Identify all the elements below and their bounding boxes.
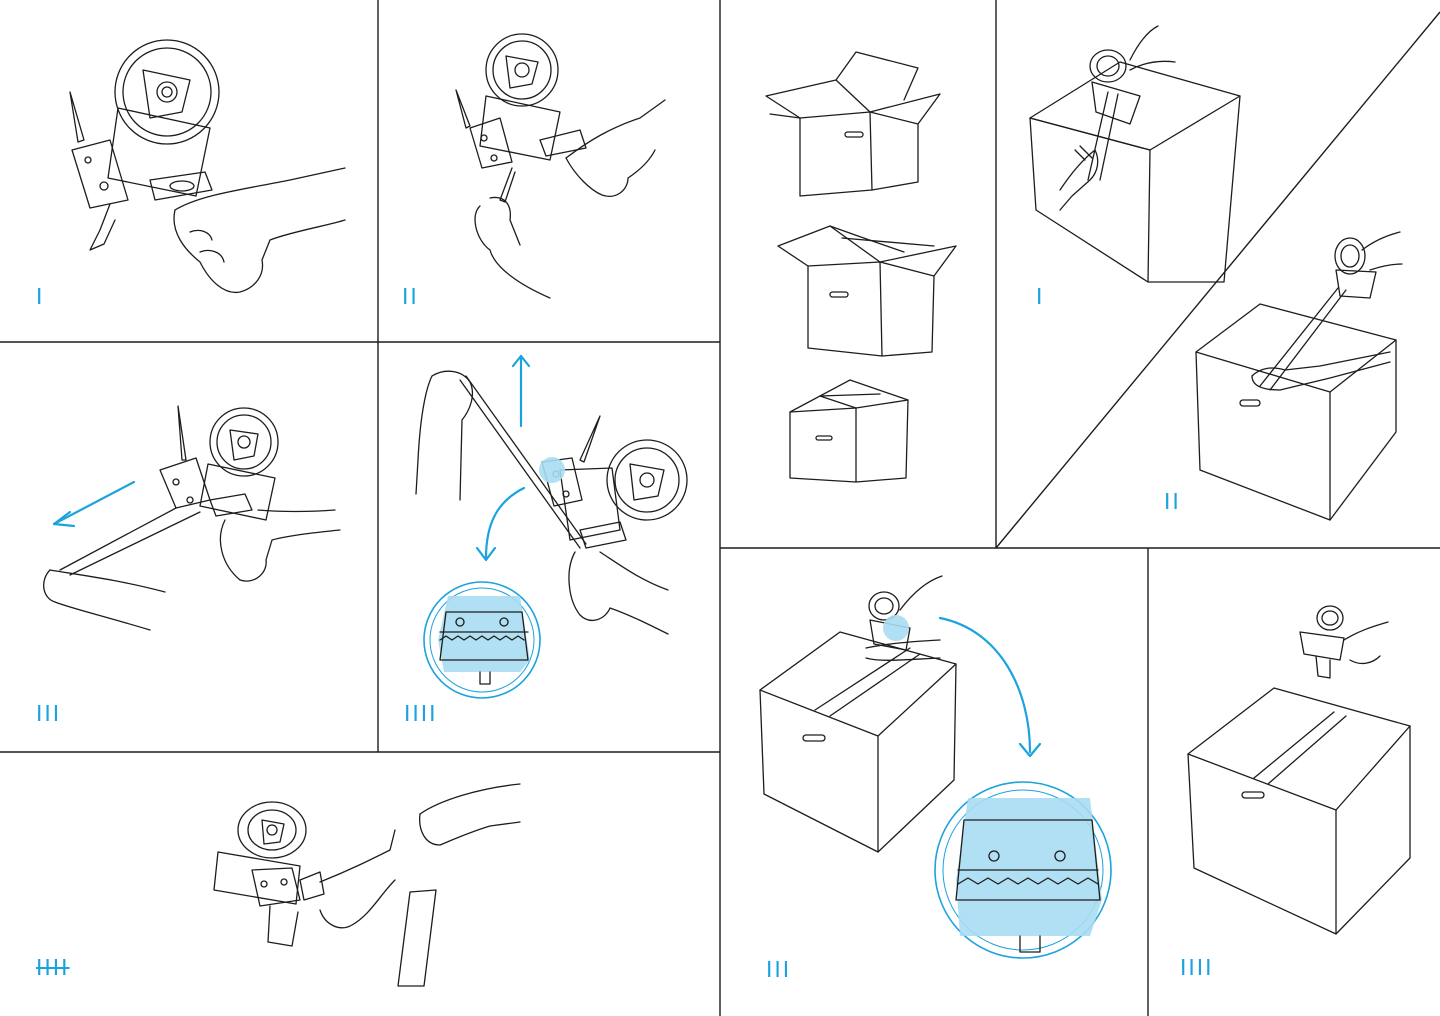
dispenser-step-2-illustration: [456, 34, 665, 298]
cutter-blade-detail-1: [424, 582, 540, 698]
box-step-2-illustration: [1196, 232, 1402, 520]
step-label-dispenser-3: III: [36, 702, 61, 725]
step-label-box-4: IIII: [1180, 956, 1214, 979]
cutter-blade-detail-2: [935, 782, 1111, 958]
box-step-3-illustration: [760, 576, 956, 852]
step-label-box-2: II: [1164, 490, 1181, 513]
step-label-box-3: III: [766, 958, 791, 981]
dispenser-step-1-illustration: [70, 40, 345, 292]
box-stages-illustration: [766, 52, 956, 482]
step-label-box-1: I: [1036, 285, 1044, 308]
step-label-dispenser-1: I: [36, 285, 44, 308]
step-label-dispenser-5: IIII: [36, 956, 70, 979]
box-step-1-illustration: [1030, 26, 1240, 282]
step-label-dispenser-4: IIII: [404, 702, 438, 725]
dispenser-step-5-illustration: [214, 784, 520, 986]
pull-direction-arrow: [54, 482, 134, 526]
cut-direction-arrows: [477, 356, 529, 560]
step-label-dispenser-2: II: [402, 285, 419, 308]
box-step-4-illustration: [1188, 606, 1410, 934]
dispenser-step-3-illustration: [44, 406, 340, 630]
